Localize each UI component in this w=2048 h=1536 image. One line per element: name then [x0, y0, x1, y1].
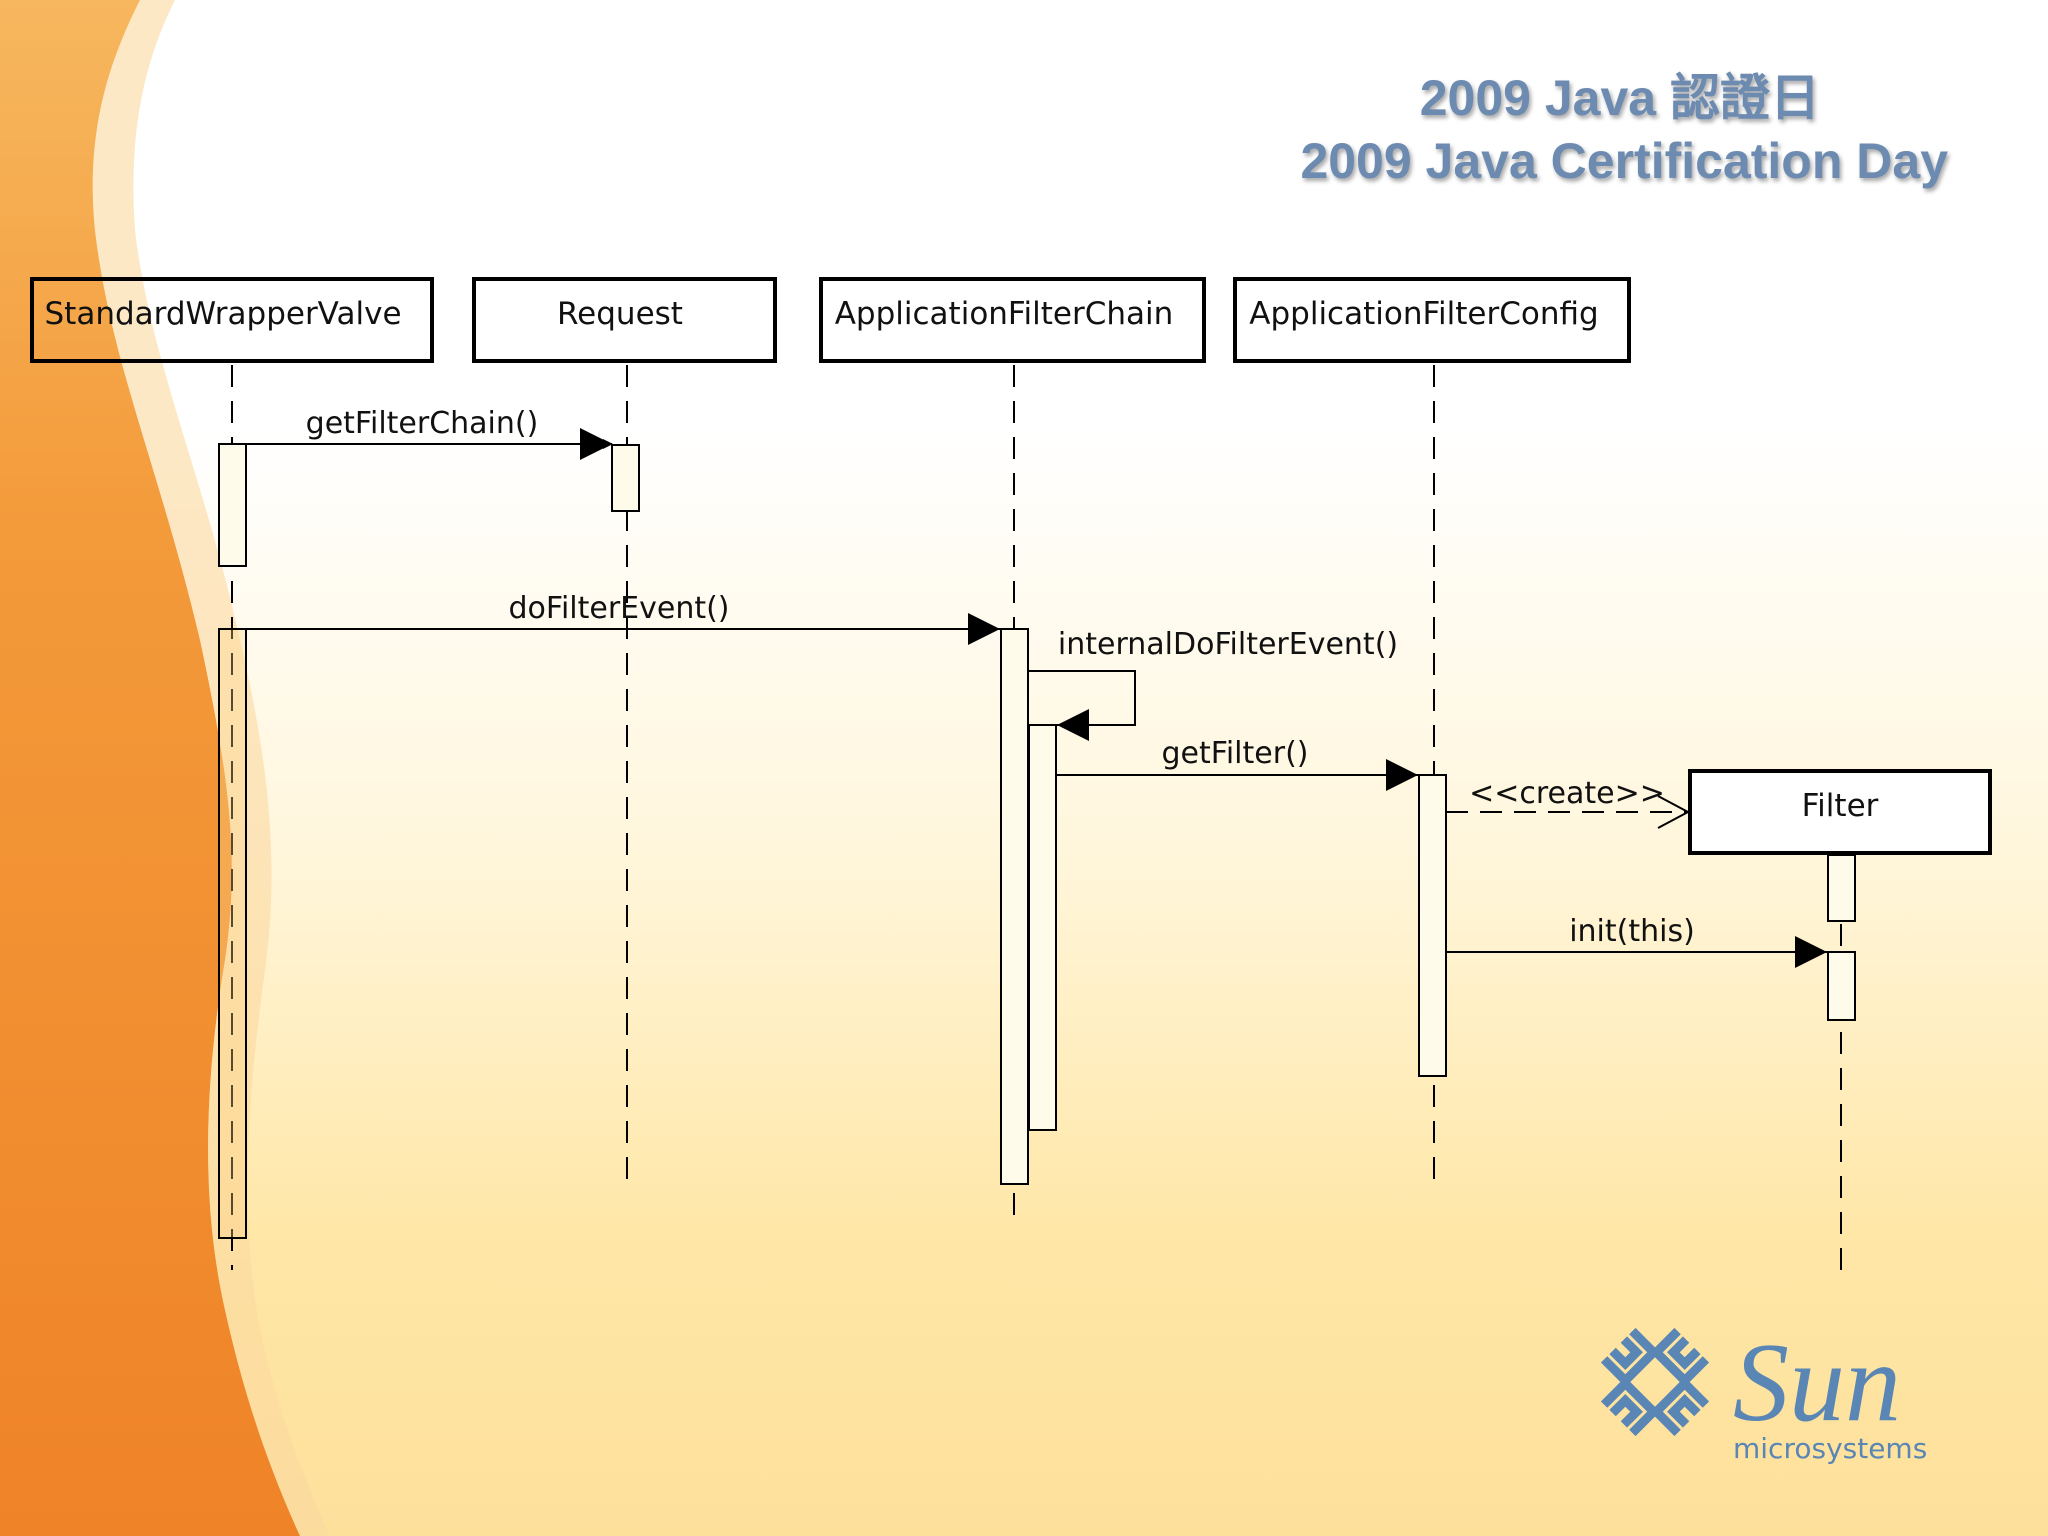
activation-swv-1	[218, 443, 247, 567]
object-label: ApplicationFilterConfig	[1249, 296, 1598, 332]
object-label: Filter	[1802, 788, 1879, 824]
message-label: getFilterChain()	[306, 406, 539, 441]
activation-filter-1	[1827, 854, 1856, 922]
logo-brand-text: Sun	[1733, 1321, 1901, 1445]
message-create: <<create>>	[1446, 776, 1691, 829]
message-getfilterchain: getFilterChain()	[246, 406, 613, 460]
message-dofilterevent: doFilterEvent()	[246, 591, 1000, 645]
message-init: init(this)	[1446, 914, 1827, 968]
message-internaldofilterevent: internalDoFilterEvent()	[1028, 627, 1398, 741]
object-filter: Filter	[1688, 769, 1992, 855]
activation-swv-2	[218, 628, 247, 1239]
object-request: Request	[472, 277, 777, 363]
activation-filter-2	[1827, 951, 1856, 1021]
activation-request	[611, 444, 640, 512]
message-getfilter: getFilter()	[1056, 736, 1418, 791]
message-label: init(this)	[1569, 914, 1695, 949]
activation-afconfig	[1418, 774, 1447, 1077]
object-label: Request	[557, 296, 683, 332]
activation-afc-inner	[1028, 724, 1057, 1131]
header-title-chinese: 2009 Java 認證日	[1419, 70, 1820, 126]
message-label: <<create>>	[1469, 776, 1665, 811]
activation-bars	[218, 443, 1856, 1239]
message-label: internalDoFilterEvent()	[1058, 627, 1398, 662]
object-standardwrappervalve: StandardWrapperValve	[30, 277, 434, 363]
activation-afc-outer	[1000, 628, 1029, 1185]
object-label: StandardWrapperValve	[44, 296, 401, 332]
object-applicationfilterchain: ApplicationFilterChain	[819, 277, 1206, 363]
object-label: ApplicationFilterChain	[835, 296, 1174, 332]
message-label: doFilterEvent()	[508, 591, 729, 626]
slide-header: 2009 Java 認證日 2009 Java Certification Da…	[1300, 68, 1948, 194]
sun-logo-graphic: Sun microsystems	[1600, 1321, 1927, 1465]
sun-microsystems-logo: Sun microsystems	[1585, 1310, 1955, 1480]
logo-sub-text: microsystems	[1733, 1432, 1927, 1465]
header-title-english: 2009 Java Certification Day	[1300, 133, 1948, 189]
object-applicationfilterconfig: ApplicationFilterConfig	[1233, 277, 1631, 363]
message-label: getFilter()	[1162, 736, 1309, 771]
